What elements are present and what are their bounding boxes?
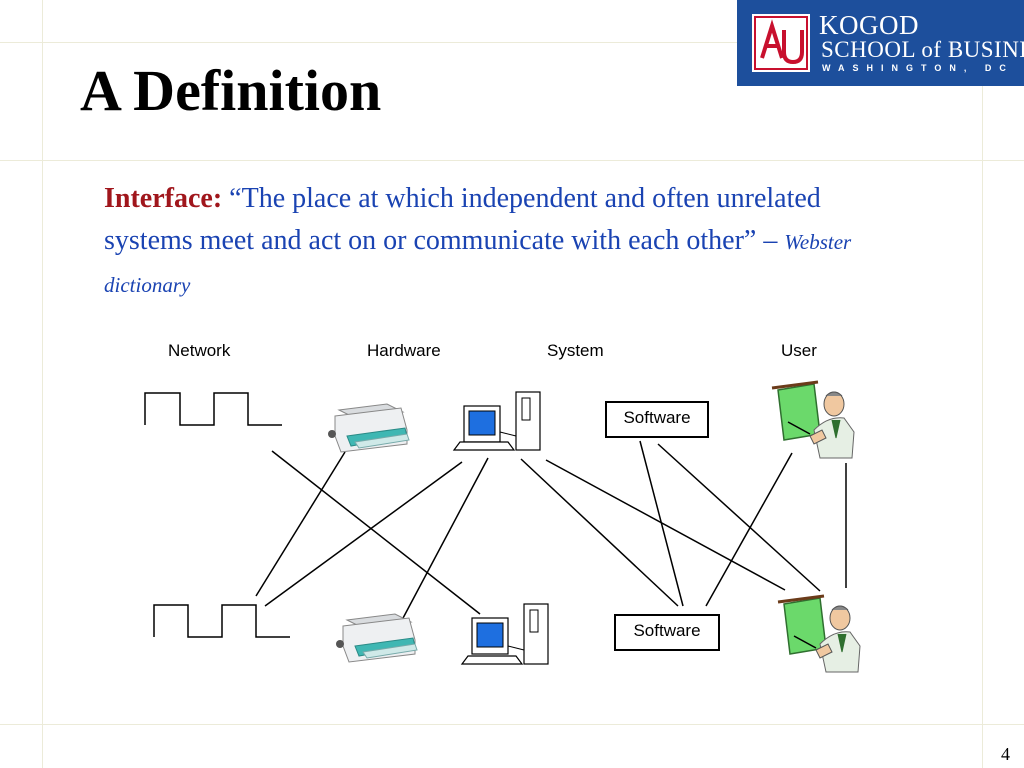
- connector-line: [657, 443, 821, 592]
- printer-icon: [328, 403, 410, 453]
- logo-line2: SCHOOL of BUSINESS: [821, 37, 1024, 62]
- guide-line-upper: [0, 160, 1024, 161]
- definition-term: Interface:: [104, 183, 223, 214]
- connector-line: [639, 440, 684, 607]
- connector-line: [271, 450, 481, 615]
- au-monogram-icon: [752, 14, 810, 72]
- square-wave-icon: [144, 392, 282, 426]
- guide-line-top: [0, 42, 1024, 43]
- connector-line: [255, 451, 346, 597]
- guide-line-right: [982, 0, 983, 768]
- column-label-hardware: Hardware: [367, 341, 441, 360]
- definition-dash: –: [756, 225, 785, 256]
- column-label-user: User: [781, 341, 817, 360]
- column-label-network: Network: [168, 341, 231, 360]
- quote-close: ”: [743, 225, 757, 256]
- computer-icon: [452, 391, 541, 451]
- connector-line: [401, 457, 489, 621]
- quote-open: “: [229, 183, 242, 214]
- definition-source: Webster dictionary: [104, 230, 852, 297]
- connector-line: [520, 458, 679, 607]
- connector-line: [264, 461, 463, 607]
- presenter-icon: [777, 594, 861, 673]
- column-label-system: System: [547, 341, 604, 360]
- presenter-icon: [771, 380, 855, 459]
- slide-title: A Definition: [80, 58, 382, 123]
- square-wave-icon: [153, 604, 290, 638]
- software-box-bottom: Software: [614, 614, 720, 651]
- connector-line: [545, 459, 786, 591]
- definition-quote: Interface: “The place at which independe…: [104, 178, 904, 306]
- guide-line-lower: [0, 724, 1024, 725]
- logo-line1: KOGOD: [819, 10, 919, 40]
- definition-text: The place at which independent and often…: [104, 183, 821, 256]
- printer-icon: [336, 613, 418, 663]
- computer-icon: [460, 603, 549, 665]
- page-number: 4: [1001, 744, 1010, 764]
- connector-lines: [255, 440, 847, 621]
- connector-line: [705, 452, 793, 607]
- logo-line3: WASHINGTON, DC: [822, 63, 1014, 73]
- guide-line-left: [42, 0, 43, 768]
- software-box-top: Software: [605, 401, 709, 438]
